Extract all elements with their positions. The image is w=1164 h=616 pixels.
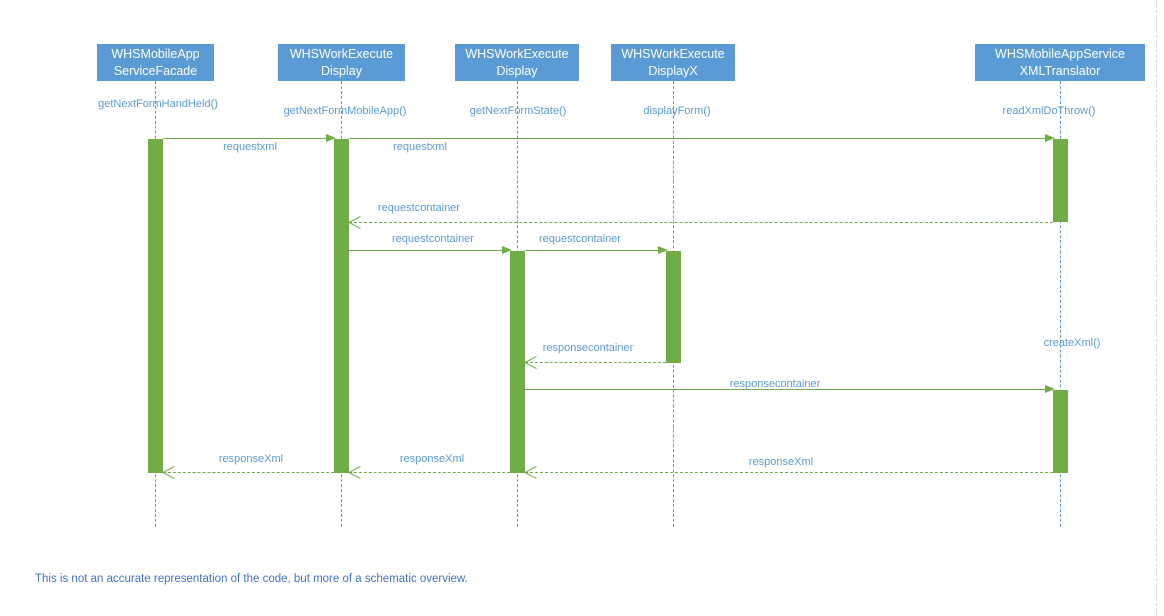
method-label-createxml: createXml(): [1043, 337, 1101, 349]
message-label: requestcontainer: [392, 233, 474, 245]
message-label: responsecontainer: [542, 342, 634, 354]
activation-bar-display-2: [509, 251, 525, 473]
actor-name-line2: ServiceFacade: [113, 63, 198, 78]
message-label: requestxml: [223, 141, 277, 153]
actor-name-line2: XMLTranslator: [1019, 63, 1101, 78]
activation-bar-xmltranslator-1: [1052, 139, 1068, 222]
actor-name-line2: Display: [321, 63, 362, 78]
message-label: responseXml: [748, 456, 814, 468]
activation-bar-displayx: [665, 251, 681, 363]
message-label: responseXml: [218, 453, 284, 465]
filled-arrowhead-icon: [501, 245, 512, 254]
message-arrow-requestcontainer-1: [348, 245, 512, 254]
message-arrow-responsecontainer-return: [524, 362, 666, 363]
actor-name-line1: WHSWorkExecute: [465, 46, 569, 61]
activation-bar-xmltranslator-2: [1052, 390, 1068, 473]
message-arrow-responsecontainer-call: [524, 384, 1055, 393]
method-label-getnextformmobileapp: getNextFormMobileApp(): [283, 105, 407, 117]
message-arrow-requestcontainer-return: [348, 222, 1053, 223]
message-label: requestxml: [393, 141, 447, 153]
message-label: responseXml: [399, 453, 465, 465]
activation-bar-display-1: [333, 139, 349, 473]
method-label-displayform: displayForm(): [643, 105, 711, 117]
activation-bar-servicefacade: [147, 139, 163, 473]
actor-box-xmltranslator: WHSMobileAppService XMLTranslator: [975, 44, 1145, 81]
filled-arrowhead-icon: [1044, 384, 1055, 393]
lifeline-xmltranslator: [1060, 81, 1061, 527]
message-arrow-responsexml-2: [348, 472, 510, 473]
message-arrow-responsexml-3: [524, 472, 1053, 473]
method-label-getnextformhandheld: getNextFormHandHeld(): [98, 98, 218, 110]
message-arrow-requestxml-2: [348, 133, 1055, 142]
actor-name-line2: Display: [496, 63, 538, 78]
method-label-getnextformstate: getNextFormState(): [469, 105, 567, 117]
actor-box-display-1: WHSWorkExecute Display: [278, 44, 405, 81]
filled-arrowhead-icon: [1044, 133, 1055, 142]
filled-arrowhead-icon: [325, 133, 336, 142]
actor-name-line1: WHSMobileApp: [111, 46, 200, 61]
message-label: responsecontainer: [729, 378, 821, 390]
actor-box-display-2: WHSWorkExecute Display: [455, 44, 579, 81]
actor-name-line2: DisplayX: [648, 63, 698, 78]
filled-arrowhead-icon: [657, 245, 668, 254]
method-label-readxmldothrow: readXmlDoThrow(): [1002, 105, 1096, 117]
actor-box-displayx: WHSWorkExecute DisplayX: [611, 44, 735, 81]
message-arrow-responsexml-1: [162, 472, 334, 473]
page-boundary-line: [1156, 0, 1157, 616]
actor-name-line1: WHSWorkExecute: [621, 46, 725, 61]
message-label: requestcontainer: [539, 233, 621, 245]
message-arrow-requestxml-1: [162, 133, 336, 142]
message-label: requestcontainer: [378, 202, 460, 214]
actor-name-line1: WHSWorkExecute: [289, 46, 394, 61]
actor-name-line1: WHSMobileAppService: [995, 46, 1125, 61]
actor-box-servicefacade: WHSMobileApp ServiceFacade: [97, 44, 214, 81]
message-arrow-requestcontainer-2: [524, 245, 668, 254]
footnote-text: This is not an accurate representation o…: [35, 573, 468, 585]
